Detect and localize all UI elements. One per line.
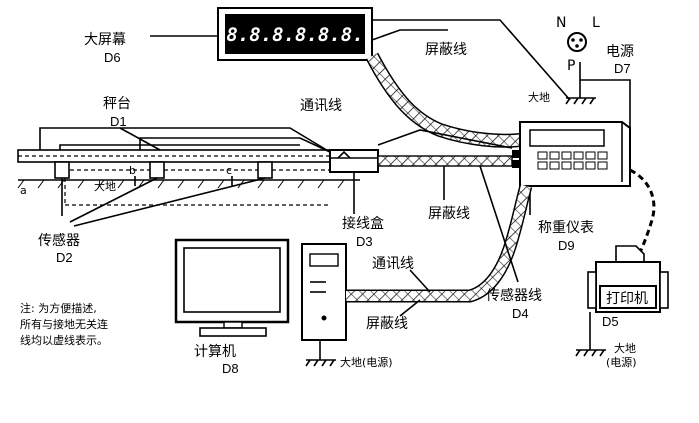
shielded-cable-bottom bbox=[346, 184, 533, 303]
note-line-3: 线均以虚线表示。 bbox=[20, 333, 108, 347]
note-line-2: 所有与接地无关连 bbox=[20, 317, 108, 331]
display-name: 大屏幕 bbox=[84, 32, 126, 48]
power-l: L bbox=[592, 15, 600, 31]
computer-name: 计算机 bbox=[194, 344, 236, 360]
label-comm-top: 通讯线 bbox=[300, 98, 342, 114]
printer bbox=[587, 245, 669, 313]
label-shield-top: 屏蔽线 bbox=[425, 42, 467, 58]
label-earth-printer-1: 大地 bbox=[614, 341, 636, 355]
display-code: D6 bbox=[104, 50, 121, 65]
comm-bottom-leader bbox=[409, 269, 431, 293]
scale-leader bbox=[119, 127, 161, 151]
computer-code: D8 bbox=[222, 361, 239, 376]
sensor-name: 传感器 bbox=[38, 232, 80, 249]
display-power-wire bbox=[372, 19, 571, 101]
shielded-cable-mid bbox=[377, 155, 513, 167]
label-earth-power-top: 大地 bbox=[528, 90, 550, 104]
printer-code: D5 bbox=[602, 314, 619, 329]
label-comm-bottom: 通讯线 bbox=[372, 256, 414, 272]
junction-box bbox=[329, 149, 379, 173]
power-p: P bbox=[567, 58, 575, 74]
power-to-indicator-wire bbox=[579, 62, 631, 130]
earth-symbol-power bbox=[565, 97, 596, 105]
sensor-line-leader bbox=[479, 165, 519, 283]
computer-monitor bbox=[174, 238, 290, 337]
sensor-line-code: D4 bbox=[512, 306, 529, 321]
earth-symbol-computer bbox=[305, 359, 336, 367]
power-name: 电源 bbox=[606, 44, 634, 60]
point-b: b bbox=[129, 164, 136, 177]
indicator-keypad bbox=[537, 151, 608, 170]
display-readout: 8.8.8.8.8.8. bbox=[226, 24, 363, 46]
scale-name: 秤台 bbox=[103, 96, 131, 112]
display-signal-wire bbox=[371, 29, 448, 41]
indicator-name: 称重仪表 bbox=[538, 220, 594, 236]
note-block: 注: 为方便描述, 所有与接地无关连 线均以虚线表示。 bbox=[20, 301, 108, 347]
label-earth-scale: 大地 bbox=[94, 179, 116, 193]
label-earth-printer-2: (电源) bbox=[606, 355, 637, 369]
point-a: a bbox=[20, 184, 27, 197]
weighing-indicator bbox=[512, 121, 631, 187]
scale-platform bbox=[17, 127, 360, 206]
sensor-line-name: 传感器线 bbox=[486, 287, 542, 304]
sensor-code: D2 bbox=[56, 250, 73, 265]
point-c: c bbox=[226, 164, 232, 177]
power-outlet: N L P bbox=[556, 15, 600, 74]
label-shield-bottom: 屏蔽线 bbox=[366, 316, 408, 332]
label-earth-computer: 大地(电源) bbox=[340, 355, 393, 369]
indicator-code: D9 bbox=[558, 238, 575, 253]
power-code: D7 bbox=[614, 61, 631, 76]
shield-bottom-leader bbox=[399, 299, 421, 317]
sensor-leader-2 bbox=[69, 177, 158, 223]
junction-code: D3 bbox=[356, 234, 373, 249]
label-shield-mid: 屏蔽线 bbox=[428, 206, 470, 222]
sensor-leader-3 bbox=[73, 177, 266, 227]
computer-tower bbox=[301, 243, 347, 341]
shielded-cable-top bbox=[365, 52, 521, 148]
printer-name: 打印机 bbox=[606, 290, 648, 307]
junction-name: 接线盒 bbox=[342, 215, 384, 232]
scale-code: D1 bbox=[110, 114, 127, 129]
earth-symbol-printer bbox=[575, 349, 606, 357]
junction-signal-wire bbox=[377, 129, 513, 149]
power-n: N bbox=[556, 15, 566, 31]
large-display: 8.8.8.8.8.8. bbox=[217, 7, 373, 61]
note-line-1: 注: 为方便描述, bbox=[20, 301, 97, 315]
